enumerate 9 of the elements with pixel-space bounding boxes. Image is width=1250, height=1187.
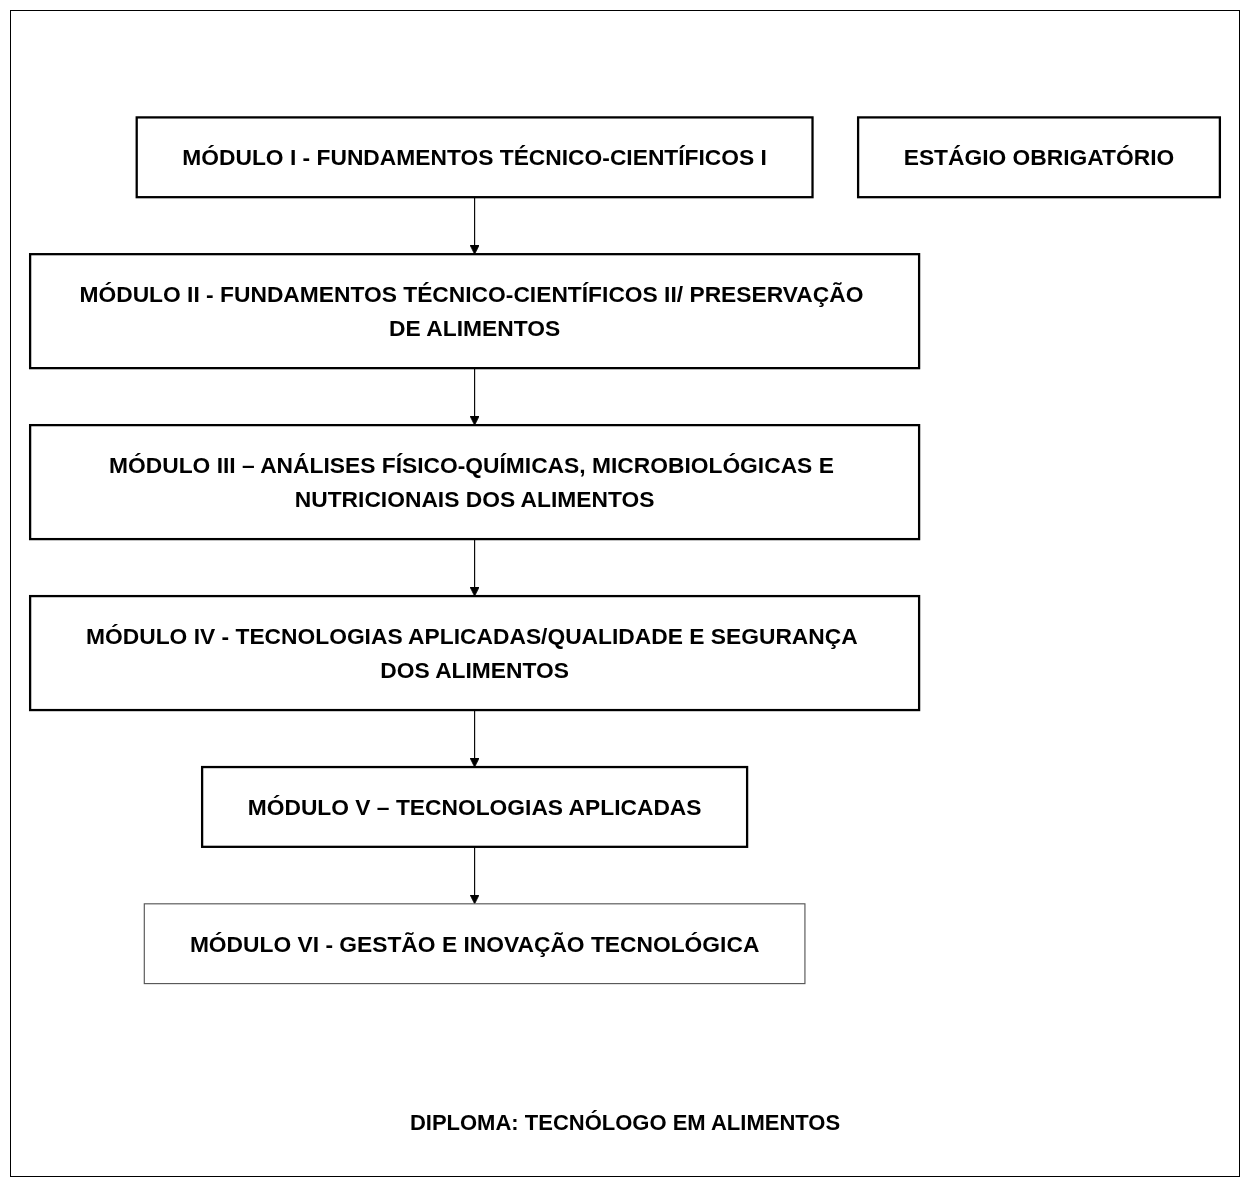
node-box: MÓDULO I - FUNDAMENTOS TÉCNICO-CIENTÍFICOS I: [135, 116, 814, 199]
node-box: ESTÁGIO OBRIGATÓRIO: [856, 116, 1222, 199]
arrow: [469, 846, 480, 905]
node-box: MÓDULO IV - TECNOLOGIAS APLICADAS/QUALIDADE E SEGURANÇA DOS ALIMENTOS: [29, 594, 921, 712]
diploma-text: DIPLOMA: TECNÓLOGO EM ALIMENTOS: [409, 1110, 841, 1136]
node-box: MÓDULO VI - GESTÃO E INOVAÇÃO TECNOLÓGICA: [143, 903, 806, 985]
node-box: MÓDULO III – ANÁLISES FÍSICO-QUÍMICAS, MICROBIOLÓGICAS E NUTRICIONAIS DOS ALIMENTOS: [29, 424, 921, 541]
node-box: MÓDULO II - FUNDAMENTOS TÉCNICO-CIENTÍFICOS II/ PRESERVAÇÃO DE ALIMENTOS: [29, 253, 921, 370]
node-box: MÓDULO V – TECNOLOGIAS APLICADAS: [201, 765, 749, 848]
